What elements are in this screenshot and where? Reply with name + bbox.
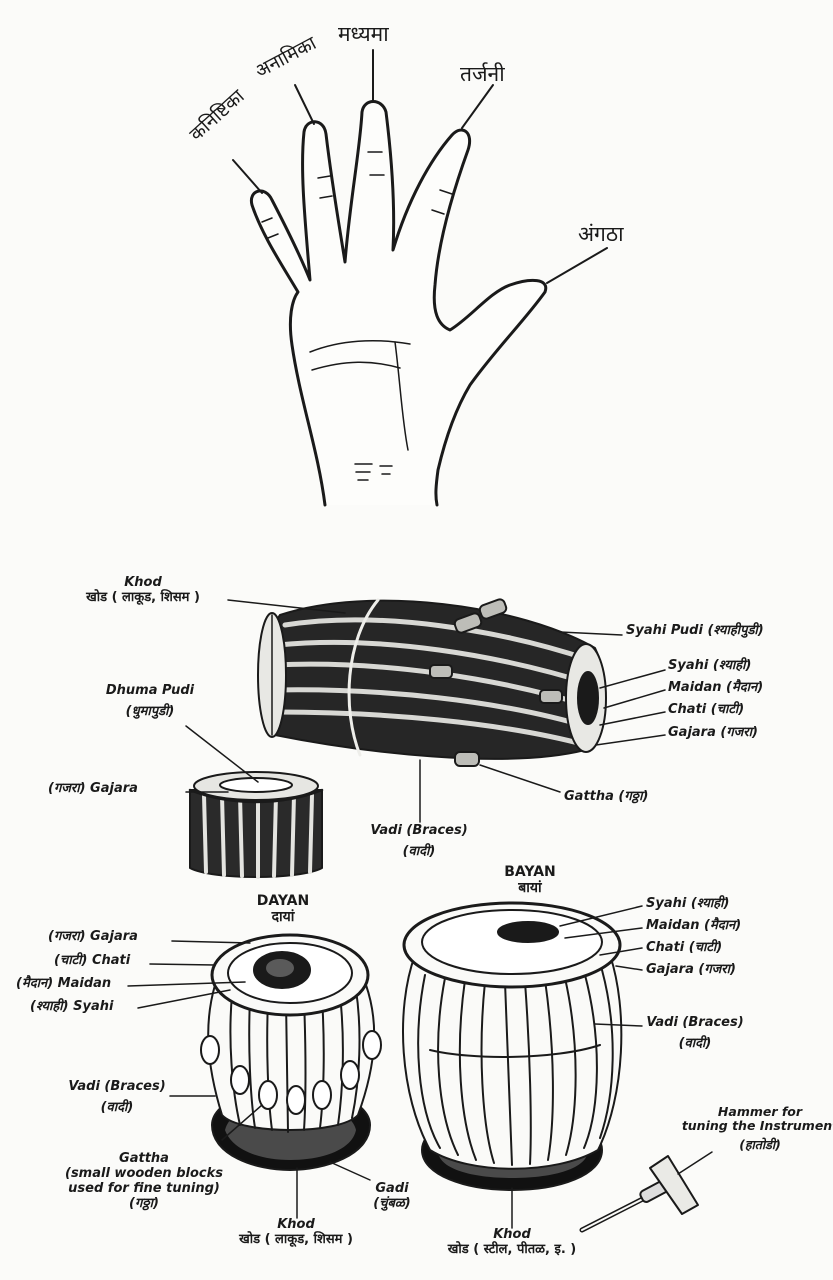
pakhawaj-gajara-label: Gajara (गजरा) <box>668 726 758 741</box>
dayan-maidan-label: (मैदान) Maidan <box>16 977 111 992</box>
pakhawaj-syahi-pudi-label: Syahi Pudi (श्याहीपुडी) <box>626 624 764 639</box>
pakhawaj-chati-label: Chati (चाटी) <box>668 703 744 718</box>
pakhawaj-maidan-label: Maidan (मैदान) <box>668 681 763 696</box>
pakhawaj-khod-label: Khod खोड ( लाकूड, शिसम ) <box>86 576 200 606</box>
dhuma-pudi-drawing <box>186 726 322 877</box>
dayan-khod-label: Khod खोड ( लाकूड, शिसम ) <box>239 1218 353 1248</box>
dayan-syahi-label: (श्याही) Syahi <box>30 1000 113 1015</box>
bayan-vadi-label: Vadi (Braces) (वादी) <box>646 1016 743 1052</box>
dhuma-pudi-label: Dhuma Pudi (धुमापुडी) <box>106 684 194 720</box>
pakhawaj-vadi-label: Vadi (Braces) (वादी) <box>370 824 467 860</box>
label-madhyama: मध्यमा <box>338 22 389 46</box>
hammer-label: Hammer for tuning the Instrument (हातोडी… <box>682 1105 833 1152</box>
dayan-title: DAYAN दायां <box>257 893 309 925</box>
bayan-syahi-label: Syahi (श्याही) <box>646 897 729 912</box>
dayan-chati-label: (चाटी) Chati <box>54 954 130 969</box>
pakhawaj-gattha-label: Gattha (गठ्ठा) <box>564 790 648 805</box>
dayan-gajara-label: (गजरा) Gajara <box>48 930 138 945</box>
dhuma-gajara-label: (गजरा) Gajara <box>48 782 138 797</box>
bayan-khod-label: Khod खोड ( स्टील, पीतळ, इ. ) <box>448 1228 577 1258</box>
bayan-chati-label: Chati (चाटी) <box>646 941 722 956</box>
hammer-drawing <box>582 1152 712 1230</box>
label-tarjani: तर्जनी <box>460 62 505 86</box>
bayan-gajara-label: Gajara (गजरा) <box>646 963 736 978</box>
bayan-maidan-label: Maidan (मैदान) <box>646 919 741 934</box>
dayan-gattha-label: Gattha (small wooden blocks used for fin… <box>65 1152 223 1212</box>
bayan-title: BAYAN बायां <box>504 864 556 896</box>
bayan-drawing <box>403 903 642 1228</box>
hand-drawing <box>233 50 607 505</box>
dayan-gadi-label: Gadi (चुंबळ) <box>373 1182 410 1212</box>
pakhawaj-syahi-label: Syahi (श्याही) <box>668 659 751 674</box>
label-angatha: अंगठा <box>578 222 624 246</box>
dayan-vadi-label: Vadi (Braces) (वादी) <box>68 1080 165 1116</box>
